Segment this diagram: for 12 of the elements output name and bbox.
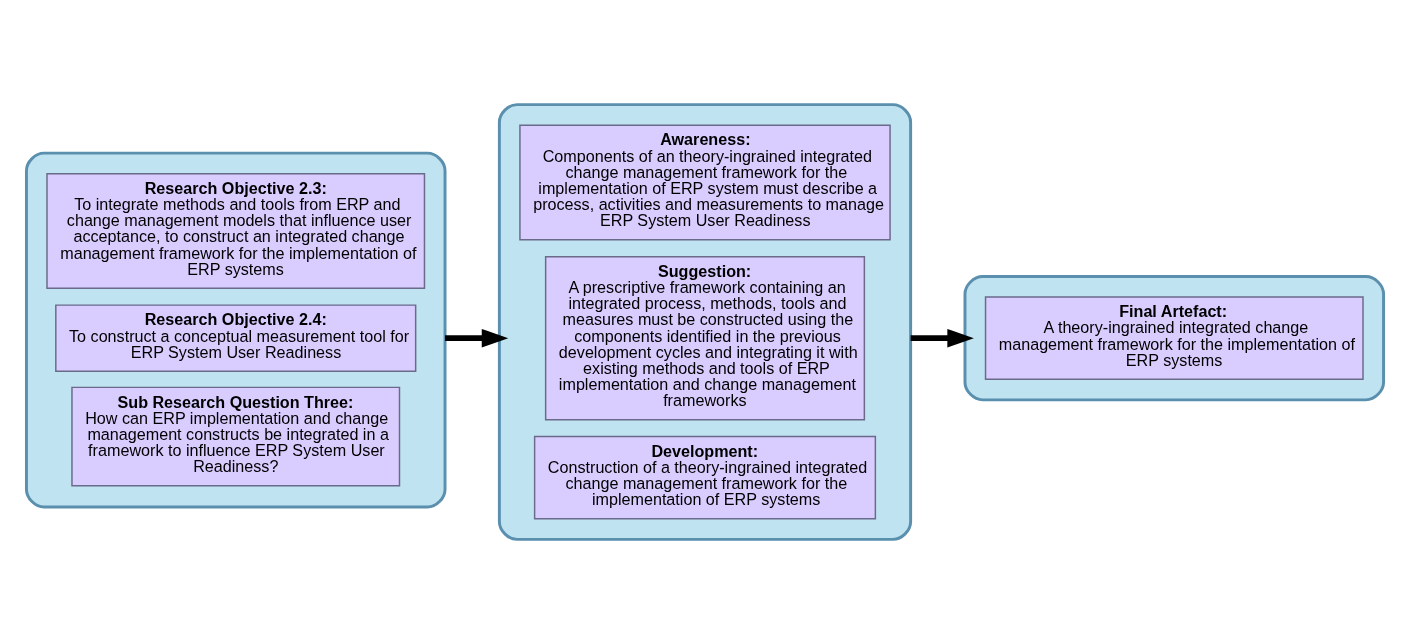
cluster (497, 102, 913, 541)
node-box: Development: Construction of a theory-ingrained integrated change management framework for the implementation of ERP systems (533, 435, 877, 520)
arrow (910, 328, 974, 347)
node-box: Research Objective 2.4: To construct a conceptual measurement tool for ERP System User Readiness (55, 303, 417, 372)
node-box: Research Objective 2.3: To integrate methods and tools from ERP and change management models that influence user acceptance, to construct an integrated change management framework for the implementation of ERP systems (46, 172, 426, 289)
node-box: Suggestion: A prescriptive framework containing an integrated process, methods, tools and measures must be constructed using the components identified in the previous development cycles and integrating it with existing methods and tools of ERP implementation and change management frameworks (544, 255, 866, 420)
node-box: Final Artefact: A theory-ingrained integrated change management framework for the implementation of ERP systems (984, 295, 1364, 380)
arrow (445, 328, 509, 347)
cluster (24, 151, 447, 509)
cluster (963, 274, 1386, 401)
node-box: Sub Research Question Three: How can ERP implementation and change management constructs be integrated in a framework to influence ERP System User Readiness? (71, 386, 401, 486)
node-box: Awareness: Components of an theory-ingrained integrated change management framework for the implementation of ERP system must describe a process, activities and measurements to manage ERP System User Readiness (519, 123, 891, 240)
